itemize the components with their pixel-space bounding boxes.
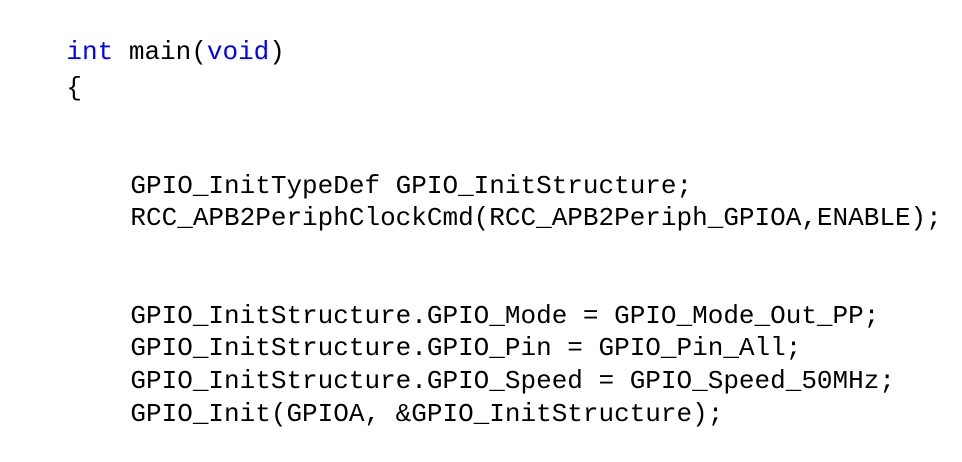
code-line-main-signature: int main(void) [4, 4, 284, 67]
code-token-text: GPIO_InitTypeDef GPIO_InitStructure; [130, 171, 693, 201]
code-token-text: RCC_APB2PeriphClockCmd(RCC_APB2Periph_GP… [130, 203, 942, 233]
code-line-gpio-init: GPIO_Init(GPIOA, &GPIO_InitStructure); [68, 366, 723, 429]
code-line-gpio-speed: GPIO_InitStructure.GPIO_Speed = GPIO_Spe… [68, 333, 895, 396]
code-token-text: GPIO_InitStructure.GPIO_Mode = GPIO_Mode… [130, 301, 880, 331]
code-token-open-brace: { [66, 73, 83, 103]
code-token-main: main( [113, 37, 207, 67]
code-token-text: GPIO_InitStructure.GPIO_Speed = GPIO_Spe… [130, 366, 895, 396]
code-editor[interactable]: int main(void) { GPIO_InitTypeDef GPIO_I… [0, 0, 962, 429]
code-token-text: GPIO_InitStructure.GPIO_Pin = GPIO_Pin_A… [130, 333, 802, 363]
code-line-gpio-pin: GPIO_InitStructure.GPIO_Pin = GPIO_Pin_A… [68, 300, 801, 363]
keyword-void: void [206, 37, 270, 67]
code-line-gpio-mode: GPIO_InitStructure.GPIO_Mode = GPIO_Mode… [68, 268, 879, 331]
code-line-rcc-clock-cmd: RCC_APB2PeriphClockCmd(RCC_APB2Periph_GP… [68, 170, 941, 233]
keyword-int: int [66, 37, 114, 67]
code-line-gpio-struct-decl: GPIO_InitTypeDef GPIO_InitStructure; [68, 138, 692, 201]
code-line-open-brace: { [4, 40, 82, 103]
code-token-close-paren: ) [269, 37, 285, 67]
code-token-text: GPIO_Init(GPIOA, &GPIO_InitStructure); [130, 399, 724, 429]
